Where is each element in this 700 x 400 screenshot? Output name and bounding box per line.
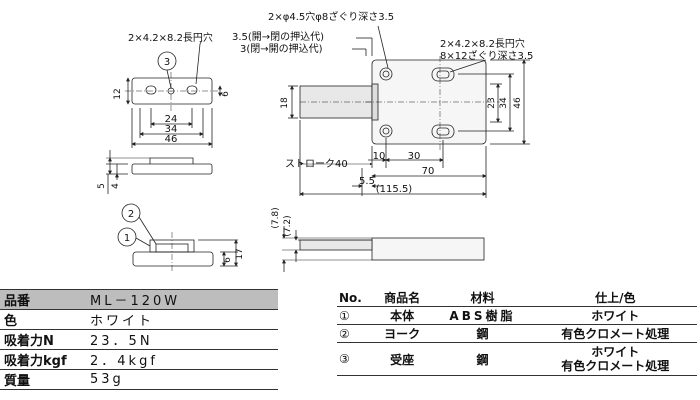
spec-row: 吸着力kgf 2．4kgf (0, 349, 278, 370)
dim-5-5: 5.5 (359, 176, 375, 187)
part-name: ヨーク (373, 324, 432, 343)
dim-24: 24 (165, 114, 178, 125)
header-finish: 仕上/色 (533, 289, 697, 307)
dim-30: 30 (408, 151, 421, 162)
part-no: ③ (337, 342, 373, 376)
stroke-label: ストローク40 (285, 158, 348, 170)
part-name: 受座 (373, 342, 432, 376)
top-slot-note: 2×4.2×8.2長円穴 (128, 31, 213, 44)
dim-18: 18 (280, 97, 290, 109)
part-finish-cell: ホワイト 有色クロメート処理 (533, 342, 697, 376)
dim-7-2: (7.2) (283, 215, 293, 236)
callout-hole: 2×φ4.5穴φ8ざぐり深さ3.5 (268, 10, 394, 23)
part-marker-2: 2 (128, 209, 134, 220)
part-material: 鋼 (431, 342, 534, 376)
dim-6-top: 6 (221, 91, 231, 97)
spec-row: 質量 53g (0, 369, 278, 390)
callout-close: 3(閉→開の押込代) (240, 42, 323, 55)
header-name: 商品名 (373, 289, 432, 307)
spec-label: 色 (0, 309, 86, 330)
header-material: 材料 (431, 289, 534, 307)
technical-drawing: 2×4.2×8.2長円穴 3 12 6 24 34 46 5 4 2 1 6 1… (97, 10, 533, 272)
dim-34-main: 34 (499, 97, 509, 109)
dim-70: 70 (422, 166, 435, 177)
dim-5-side: 5 (97, 183, 107, 189)
part-no: ① (337, 306, 373, 325)
dim-17: 17 (235, 248, 245, 259)
parts-row: ② ヨーク 鋼 有色クロメート処理 (337, 324, 697, 343)
spec-value: ML－120W (86, 289, 278, 310)
catch-main-view (288, 25, 530, 198)
parts-table: No. 商品名 材料 仕上/色 ① 本体 ABS樹脂 ホワイト ② ヨーク 鋼 … (337, 289, 697, 376)
main-slot-note-1: 2×4.2×8.2長円穴 (440, 37, 525, 50)
parts-row: ① 本体 ABS樹脂 ホワイト (337, 306, 697, 325)
catch-bottom-view (282, 226, 485, 272)
part-finish: 有色クロメート処理 (533, 324, 697, 343)
dim-46-top: 46 (165, 134, 178, 145)
part-finish: ホワイト (591, 345, 640, 359)
strike-plate-front-view (117, 203, 238, 272)
spec-value: 23．5N (86, 329, 278, 350)
spec-row: 品番 ML－120W (0, 289, 278, 310)
dim-6-front: 6 (223, 257, 233, 263)
spec-row: 吸着力N 23．5N (0, 329, 278, 350)
spec-value: 2．4kgf (86, 349, 278, 370)
part-material: ABS樹脂 (431, 306, 534, 325)
part-material: 鋼 (431, 324, 534, 343)
spec-table: 品番 ML－120W 色 ホワイト 吸着力N 23．5N 吸着力kgf 2．4k… (0, 289, 278, 390)
dim-23: 23 (487, 97, 497, 108)
strike-plate-top-view (125, 39, 222, 148)
callout-open: 3.5(開→閉の押込代) (232, 30, 324, 43)
strike-plate-side-view (106, 150, 213, 194)
part-marker-1: 1 (124, 233, 130, 244)
dim-46-main: 46 (513, 97, 523, 109)
dim-10: 10 (373, 151, 386, 162)
dim-115-5: (115.5) (376, 184, 413, 195)
part-finish-2: 有色クロメート処理 (561, 359, 670, 373)
spec-value: ホワイト (86, 309, 278, 330)
dim-4-side: 4 (111, 183, 121, 189)
spec-label: 品番 (0, 289, 86, 310)
part-finish: ホワイト (533, 306, 697, 325)
spec-label: 質量 (0, 369, 86, 390)
parts-header-row: No. 商品名 材料 仕上/色 (337, 289, 697, 307)
parts-row: ③ 受座 鋼 ホワイト 有色クロメート処理 (337, 342, 697, 376)
dim-7-8: (7.8) (271, 207, 281, 228)
spec-label: 吸着力N (0, 329, 86, 350)
spec-row: 色 ホワイト (0, 309, 278, 330)
main-slot-note-2: 8×12ざぐり深さ3.5 (440, 49, 533, 62)
part-marker-3: 3 (164, 57, 170, 68)
dim-12: 12 (113, 88, 123, 99)
header-no: No. (337, 289, 373, 307)
part-no: ② (337, 324, 373, 343)
spec-value: 53g (86, 369, 278, 390)
spec-label: 吸着力kgf (0, 349, 86, 370)
dim-34-top: 34 (165, 124, 178, 135)
part-name: 本体 (373, 306, 432, 325)
